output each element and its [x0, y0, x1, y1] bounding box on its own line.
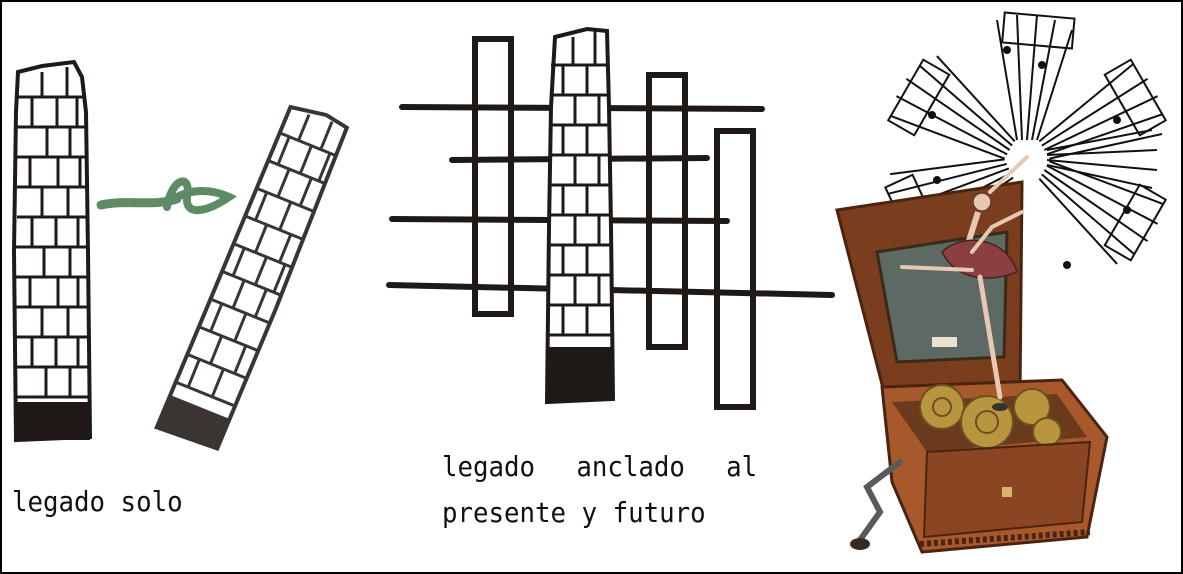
music-box-icon	[835, 155, 1109, 554]
anchored-grid-icon	[386, 26, 835, 410]
stone-tower-icon	[11, 59, 93, 443]
caption-legado-solo: legado solo	[12, 485, 183, 518]
caption-legado-anclado: legado anclado al	[442, 450, 758, 483]
tilted-stone-tower-icon	[154, 104, 350, 451]
green-brush-arrow-icon	[96, 177, 238, 215]
sheet-music-burst-icon	[883, 11, 1168, 269]
caption-presente-futuro: presente y futuro	[442, 496, 706, 529]
